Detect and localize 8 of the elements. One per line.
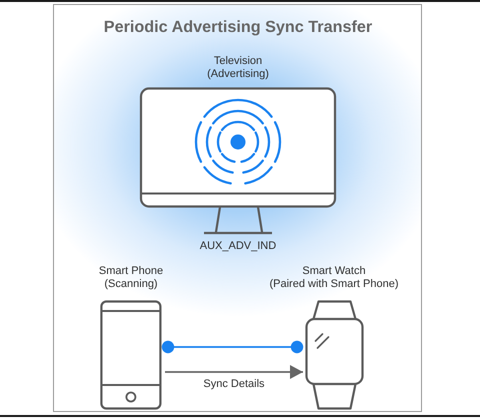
dot-ended-line (162, 340, 304, 354)
node-label: Smart Watch (Paired with Smart Phone) (270, 265, 398, 291)
arrow (165, 365, 303, 379)
caption-label: AUX_ADV_IND (200, 240, 276, 253)
diagram-title: Periodic Advertising Sync Transfer (104, 18, 372, 37)
node-label: Television (Advertising) (207, 55, 269, 81)
node-label: Smart Phone (Scanning) (98, 265, 164, 291)
edge-label: Sync Details (203, 378, 265, 391)
